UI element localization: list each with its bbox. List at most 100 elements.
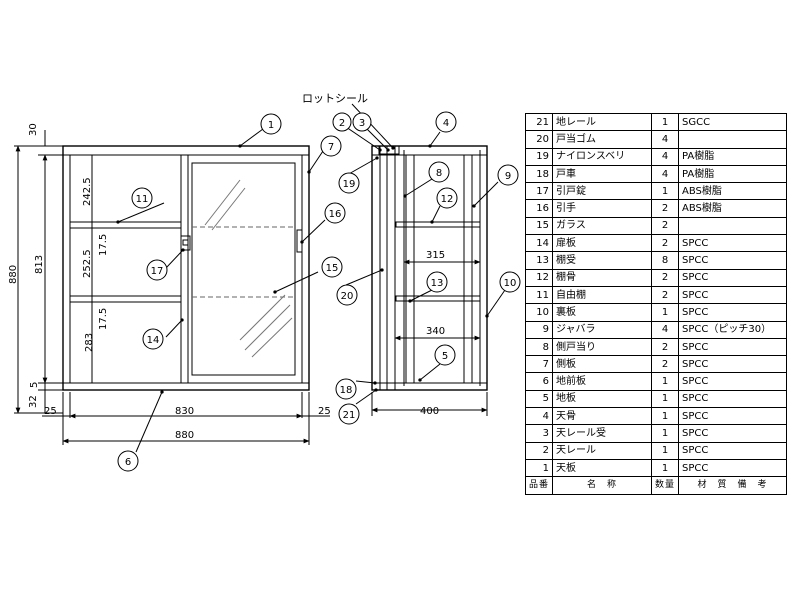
part-number-cell: 12: [524, 268, 554, 287]
dim-shelf-17-5-b: 17.5: [98, 308, 109, 330]
side-view: [371, 145, 488, 391]
dim-side-25-left: 25: [44, 406, 57, 417]
header-quantity: 数量: [651, 476, 680, 495]
callout-16: 16: [324, 202, 346, 224]
part-qty-cell: 2: [651, 216, 680, 236]
glass-reflection-2: [211, 187, 246, 231]
glass-pane: [191, 162, 296, 376]
svg-text:11: 11: [136, 194, 149, 205]
callout-13: 13: [426, 271, 448, 293]
dim-bottom-5: 5: [29, 382, 40, 388]
part-number-cell: 18: [524, 164, 554, 184]
dim-shelf-242-5: 242.5: [82, 177, 93, 206]
callout-10: 10: [499, 271, 521, 293]
callout-19: 19: [338, 172, 360, 194]
part-number-cell: 10: [524, 303, 554, 322]
part-qty-cell: 1: [651, 372, 680, 391]
side-dimensions: [371, 259, 488, 416]
leader-lines: [116, 103, 506, 453]
part-qty-cell: 4: [651, 164, 680, 184]
part-number-cell: 5: [524, 389, 554, 409]
glass-reflection-5: [251, 317, 293, 358]
part-name-cell: 棚受: [552, 251, 653, 270]
callout-11: 11: [131, 187, 153, 209]
callout-bubbles: ロットシール 1 2 3 4 5 6 7 8 9 10 11 12 13 14 …: [117, 92, 521, 472]
part-qty-cell: 2: [651, 285, 680, 305]
part-qty-cell: 1: [651, 303, 680, 322]
part-qty-cell: 1: [651, 441, 680, 460]
svg-text:8: 8: [436, 168, 442, 179]
svg-text:21: 21: [343, 410, 356, 421]
svg-text:17: 17: [151, 266, 164, 277]
svg-text:18: 18: [340, 385, 353, 396]
part-qty-cell: 4: [651, 320, 680, 339]
svg-text:7: 7: [328, 142, 334, 153]
svg-text:19: 19: [343, 179, 356, 190]
part-number-cell: 19: [524, 147, 554, 166]
part-material-cell: SPCC: [678, 407, 788, 426]
part-qty-cell: 2: [651, 199, 680, 218]
part-number-cell: 11: [524, 285, 554, 305]
callout-1: 1: [260, 113, 282, 135]
svg-text:20: 20: [341, 291, 354, 302]
callout-6: 6: [117, 450, 139, 472]
part-name-cell: 戸当ゴム: [552, 130, 653, 149]
callout-20: 20: [336, 284, 358, 306]
side-shelf-lower: [395, 295, 481, 302]
dim-depth-400: 400: [420, 406, 439, 417]
part-name-cell: 扉板: [552, 234, 653, 253]
part-number-cell: 9: [524, 320, 554, 339]
part-material-cell: SPCC: [678, 389, 788, 409]
door-lock: [180, 235, 191, 251]
callout-12: 12: [436, 187, 458, 209]
callout-8: 8: [428, 161, 450, 183]
part-name-cell: 裏板: [552, 303, 653, 322]
dim-height-813: 813: [34, 255, 45, 274]
lot-seal-label: ロットシール: [302, 92, 368, 105]
side-shelf-upper: [395, 221, 481, 228]
part-qty-cell: 8: [651, 251, 680, 270]
svg-text:12: 12: [441, 194, 454, 205]
part-material-cell: [678, 130, 788, 149]
callout-9: 9: [497, 164, 519, 186]
svg-text:16: 16: [329, 209, 342, 220]
dimension-labels: 30 880 813 242.5 17.5 252.5 17.5 283 5 3…: [8, 123, 445, 441]
dim-inner-830: 830: [175, 406, 194, 417]
part-material-cell: [678, 216, 788, 236]
part-number-cell: 6: [524, 372, 554, 391]
part-qty-cell: 2: [651, 234, 680, 253]
dim-side-25-right: 25: [318, 406, 331, 417]
glass-reflection-3: [239, 294, 286, 341]
part-number-cell: 1: [524, 458, 554, 478]
part-name-cell: 天骨: [552, 407, 653, 426]
part-name-cell: 側戸当り: [552, 337, 653, 357]
part-material-cell: SPCC: [678, 372, 788, 391]
parts-header-row: 品番名 称数量材 質 備 考: [524, 476, 788, 495]
dim-height-880: 880: [8, 265, 19, 284]
part-name-cell: 天レール受: [552, 424, 653, 443]
part-number-cell: 17: [524, 182, 554, 201]
part-name-cell: 引戸錠: [552, 182, 653, 201]
part-material-cell: PA樹脂: [678, 147, 788, 166]
part-material-cell: SPCC: [678, 458, 788, 478]
svg-text:5: 5: [442, 351, 448, 362]
dim-shelf-17-5-a: 17.5: [98, 234, 109, 256]
svg-text:15: 15: [326, 263, 339, 274]
part-name-cell: 地レール: [552, 112, 653, 132]
svg-text:6: 6: [125, 457, 131, 468]
